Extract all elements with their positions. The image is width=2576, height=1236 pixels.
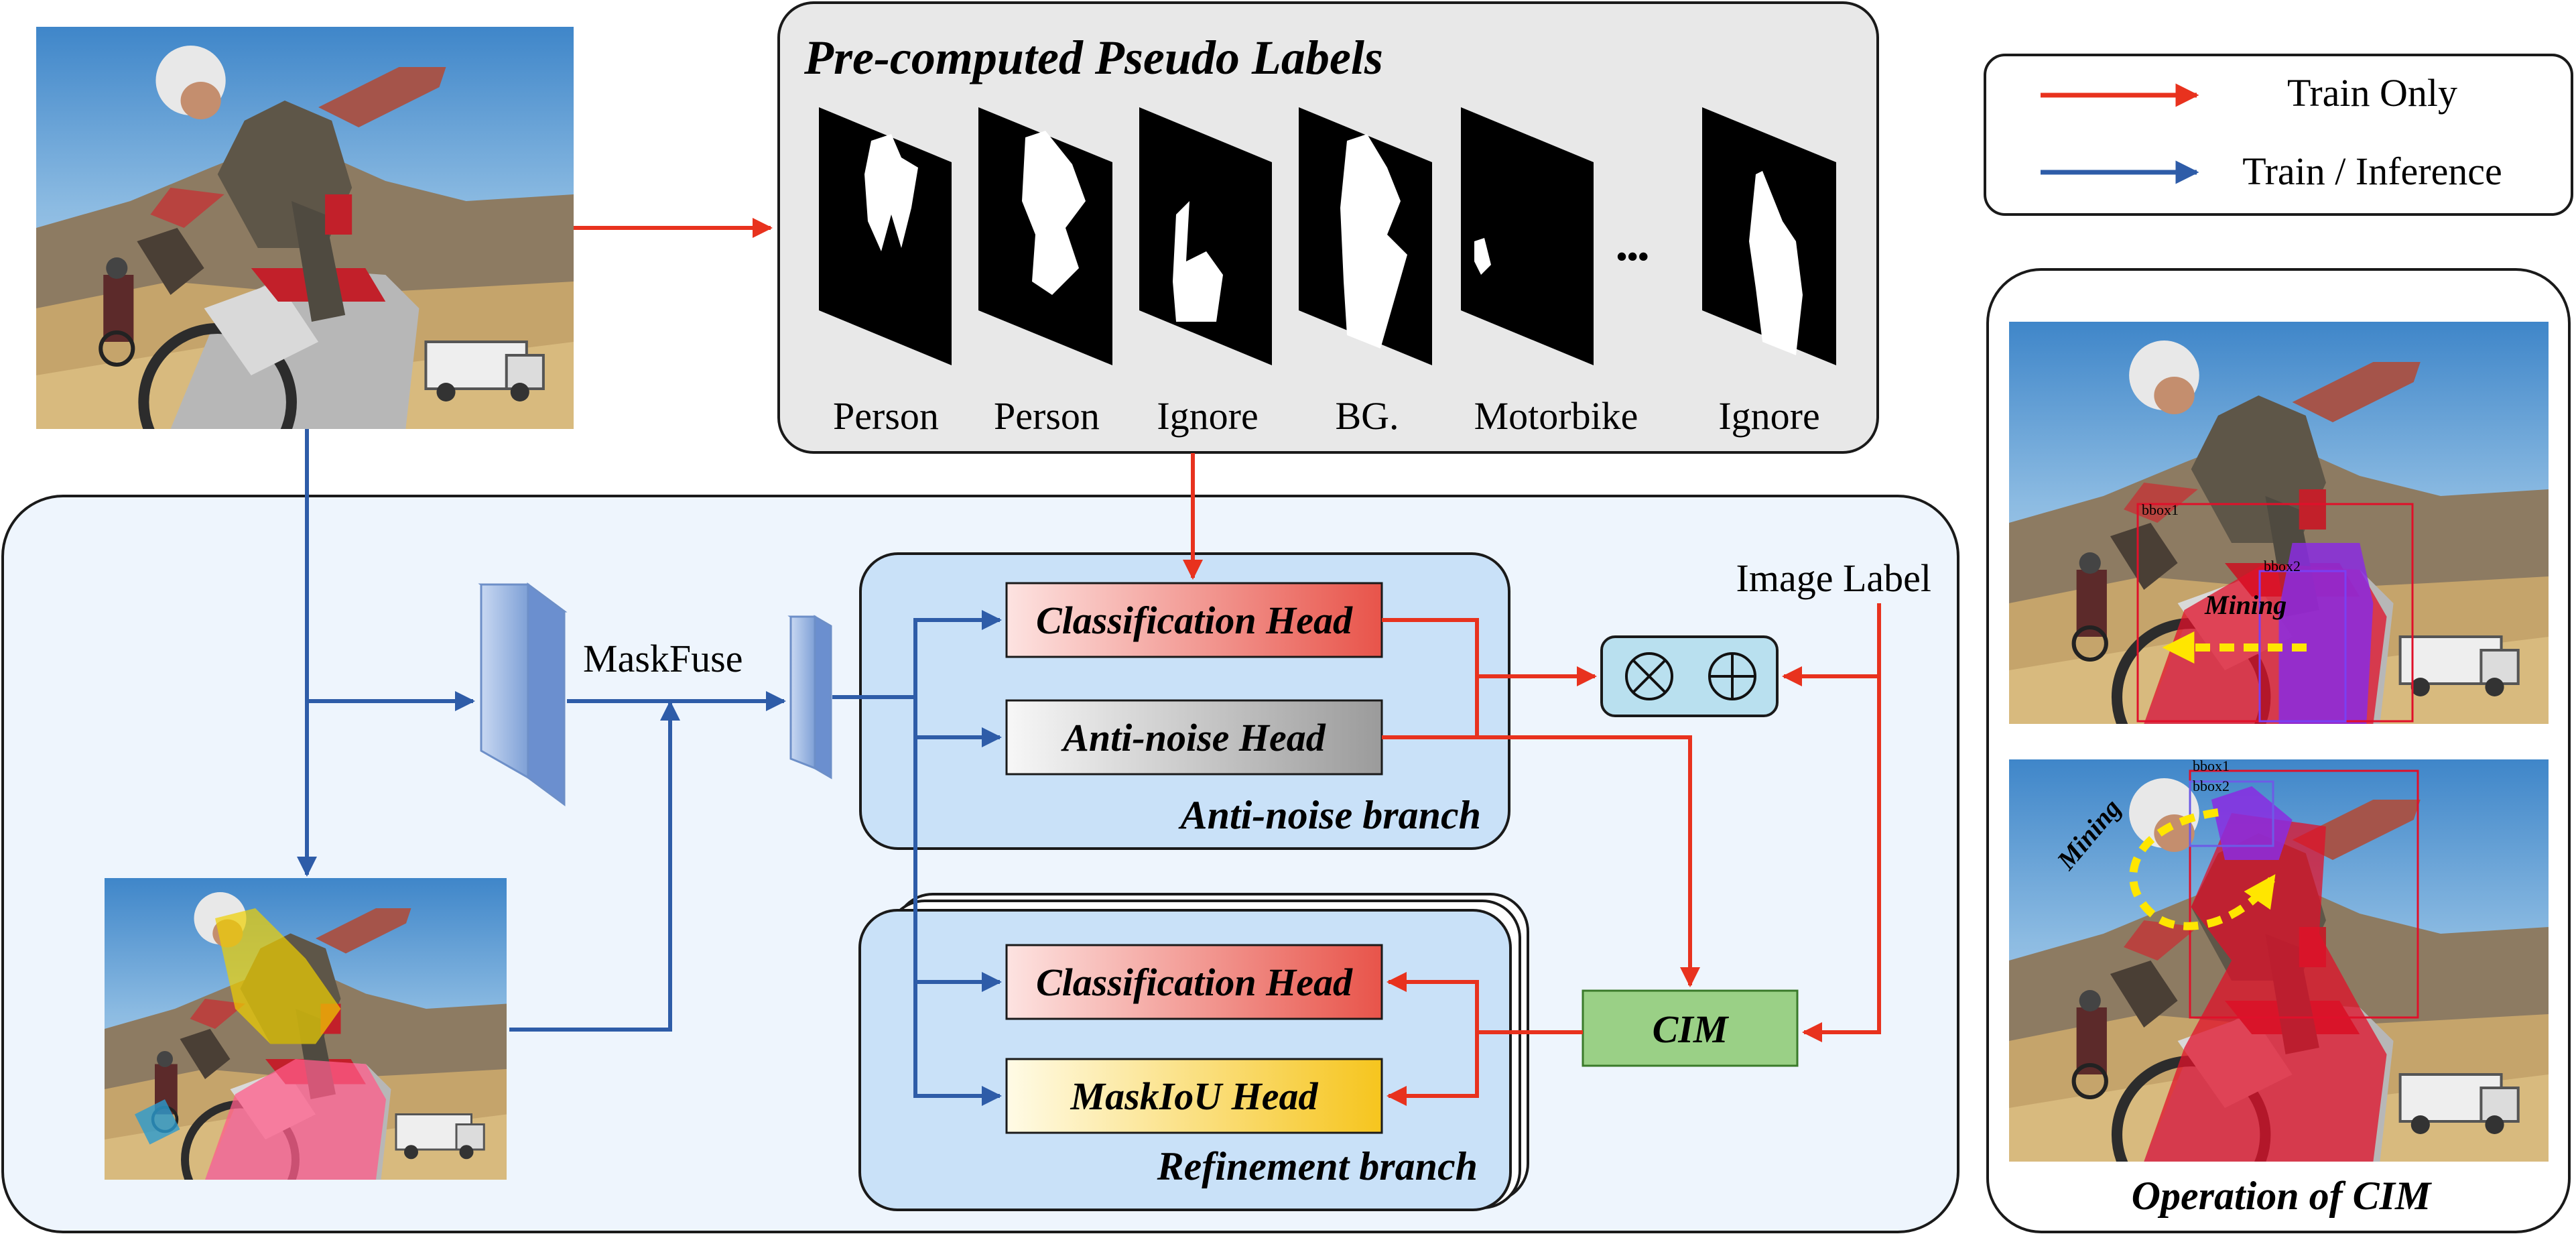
pseudo-label-4: BG. (1335, 394, 1399, 438)
cim-module: CIM (1582, 989, 1799, 1067)
legend-train-only: Train Only (2287, 71, 2457, 115)
red-arrows (574, 218, 1881, 1106)
pseudo-mask-5 (1461, 107, 1594, 365)
anti-noise-branch-title: Anti-noise branch (1178, 793, 1481, 837)
segmented-image (105, 878, 507, 1180)
pseudo-labels-title: Pre-computed Pseudo Labels (803, 31, 1383, 84)
pseudo-label-1: Person (833, 394, 939, 438)
cim-example-bottom: bbox1 bbox2 Mining (2009, 757, 2549, 1162)
svg-text:Anti-noise Head: Anti-noise Head (1061, 716, 1326, 759)
image-label-text: Image Label (1736, 556, 1931, 600)
pseudo-mask-6 (1702, 107, 1836, 365)
legend-train-inference: Train / Inference (2242, 149, 2502, 193)
svg-text:Classification Head: Classification Head (1036, 961, 1353, 1004)
svg-text:Classification Head: Classification Head (1036, 599, 1353, 642)
refinement-branch: Refinement branch (858, 893, 1529, 1211)
maskfuse-label: MaskFuse (583, 637, 743, 680)
pseudo-label-6: Ignore (1718, 394, 1819, 438)
cim-bbox1-top: bbox1 (2142, 501, 2179, 518)
cim-bbox1-bottom: bbox1 (2193, 757, 2230, 774)
cim-bbox2-bottom: bbox2 (2193, 778, 2230, 794)
pseudo-label-3: Ignore (1157, 394, 1258, 438)
maskiou-head: MaskIoU Head (1005, 1058, 1383, 1134)
refinement-branch-title: Refinement branch (1157, 1144, 1478, 1188)
operators-box (1600, 635, 1779, 717)
anti-noise-head: Anti-noise Head (1005, 699, 1383, 776)
cim-mining-top: Mining (2204, 590, 2287, 620)
svg-text:MaskIoU Head: MaskIoU Head (1070, 1074, 1319, 1118)
pseudo-mask-1 (819, 107, 952, 365)
cim-panel-title: Operation of CIM (2132, 1174, 2433, 1218)
pseudo-label-2: Person (994, 394, 1100, 438)
pseudo-mask-2 (978, 107, 1112, 365)
cim-example-top: bbox1 bbox2 Mining (2009, 322, 2549, 724)
refinement-cls-head: Classification Head (1005, 944, 1383, 1020)
anti-noise-cls-head: Classification Head (1005, 582, 1383, 658)
input-image (36, 27, 574, 476)
blue-arrows (297, 429, 1002, 1106)
feature-prism-large (478, 582, 568, 806)
feature-prism-small (787, 615, 832, 780)
pseudo-mask-4 (1299, 107, 1432, 365)
pseudo-mask-3 (1139, 107, 1272, 365)
cim-bbox2-top: bbox2 (2264, 558, 2301, 574)
ellipsis: ••• (1616, 239, 1649, 273)
pseudo-label-5: Motorbike (1474, 394, 1638, 438)
svg-text:CIM: CIM (1653, 1007, 1730, 1051)
